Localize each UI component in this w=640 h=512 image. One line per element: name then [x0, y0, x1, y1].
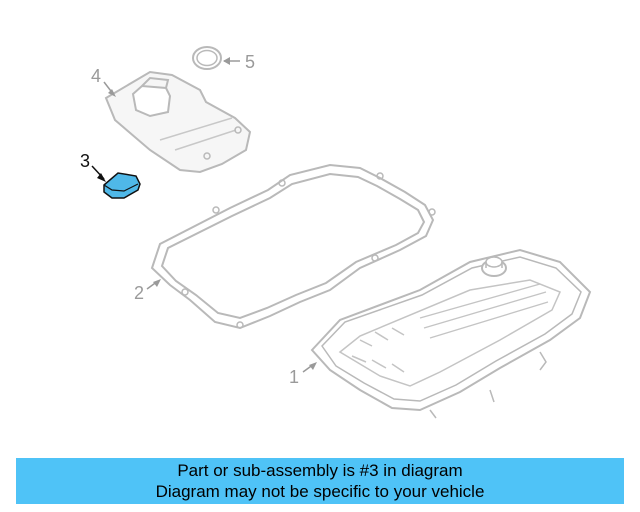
callout-3-leader — [91, 165, 106, 182]
info-banner: Part or sub-assembly is #3 in diagram Di… — [16, 458, 624, 504]
parts-diagram: 5 4 3 2 — [80, 46, 592, 419]
callout-1: 1 — [289, 367, 299, 387]
banner-line-1: Part or sub-assembly is #3 in diagram — [177, 461, 463, 480]
callout-5-leader — [223, 57, 240, 65]
callout-4: 4 — [91, 66, 101, 86]
callout-3: 3 — [80, 151, 90, 171]
callout-4-leader — [103, 81, 116, 97]
part-1-oil-pan[interactable] — [310, 248, 592, 419]
part-3-highlight[interactable] — [103, 172, 141, 199]
part-2-gasket[interactable] — [150, 163, 436, 330]
callout-2: 2 — [134, 283, 144, 303]
callout-5: 5 — [245, 52, 255, 72]
part-5-oring[interactable] — [192, 46, 222, 70]
part-4-filter[interactable] — [104, 70, 252, 174]
callout-1-leader — [302, 362, 317, 373]
callout-2-leader — [146, 279, 161, 290]
banner-line-2: Diagram may not be specific to your vehi… — [155, 482, 485, 501]
